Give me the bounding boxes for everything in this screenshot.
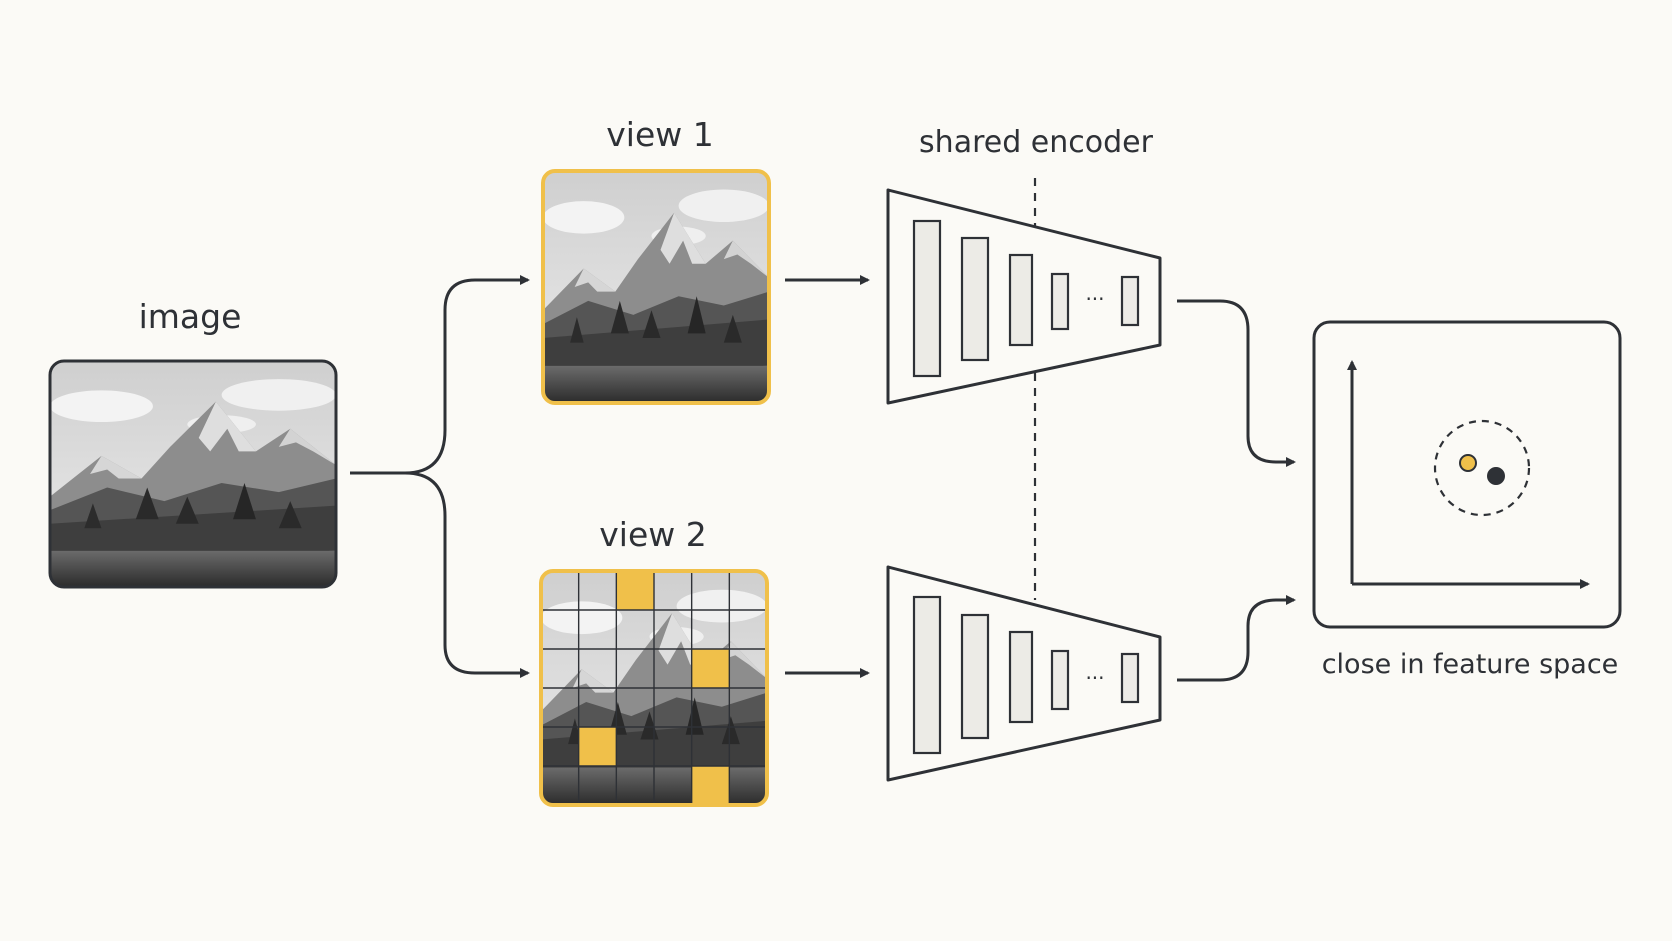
- encoder-bottom-layer-1: [912, 595, 942, 755]
- view1-embedding-point: [1459, 454, 1477, 472]
- encoder-top-layer-last: [1120, 275, 1140, 327]
- view1-label: view 1: [606, 115, 714, 154]
- view2-embedding-point: [1487, 467, 1505, 485]
- masked-patch-4: [691, 766, 730, 805]
- masked-patch-3: [578, 727, 617, 766]
- feature-output-arrows: [1177, 299, 1296, 682]
- view2-patch-grid: [541, 571, 767, 805]
- split-arrows: [350, 275, 530, 678]
- encoder-bottom-layer-4: [1050, 649, 1070, 711]
- encoder-top-layer-1: [912, 219, 942, 378]
- encoder-input-arrows: [785, 275, 870, 678]
- source-image: [48, 359, 338, 589]
- encoder-top-ellipsis: ···: [1085, 287, 1104, 311]
- feature-space-panel: [1312, 320, 1622, 629]
- view2-masked-patches: [578, 571, 730, 805]
- view1-image: [541, 169, 771, 405]
- encoder-top-layer-4: [1050, 272, 1070, 331]
- encoder-top: ···: [886, 188, 1162, 405]
- neighborhood-circle: [1433, 419, 1531, 517]
- encoder-top-layer-2: [960, 236, 990, 362]
- encoder-label: shared encoder: [919, 125, 1153, 160]
- encoder-top-layer-3: [1008, 253, 1034, 347]
- view2-label: view 2: [599, 515, 707, 554]
- encoder-bottom-layer-3: [1008, 630, 1034, 724]
- encoder-bottom-ellipsis: ···: [1085, 666, 1104, 690]
- view2-image: [539, 569, 769, 807]
- masked-patch-2: [691, 649, 730, 688]
- encoder-bottom-layer-2: [960, 613, 990, 740]
- image-label: image: [138, 297, 242, 336]
- encoder-bottom-layer-last: [1120, 652, 1140, 704]
- feature-space-label: close in feature space: [1321, 649, 1619, 680]
- masked-patch-1: [616, 571, 654, 610]
- encoder-bottom: ···: [886, 565, 1162, 782]
